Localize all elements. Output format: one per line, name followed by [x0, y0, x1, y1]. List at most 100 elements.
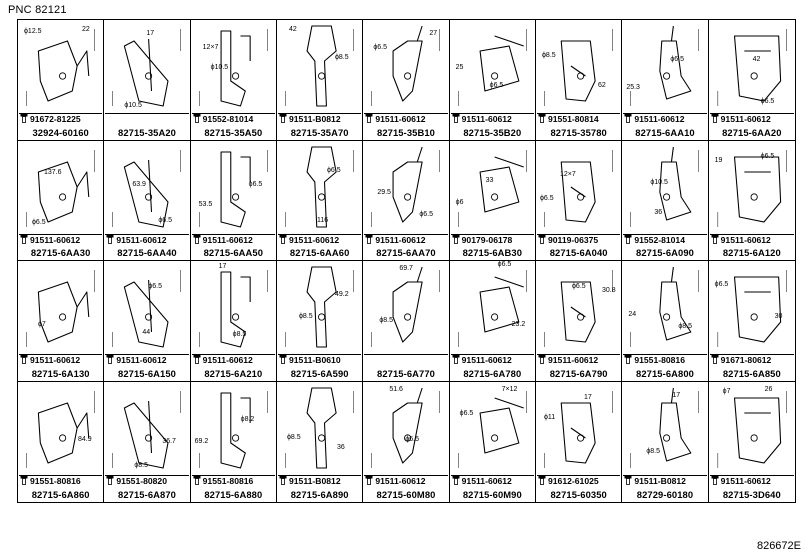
bracket-illustration: [458, 149, 527, 227]
bracket-illustration: [285, 145, 354, 228]
fastener-number: 91511-60612: [720, 234, 771, 245]
bracket-drawing: [191, 262, 275, 355]
dimension-label: 36: [654, 208, 663, 216]
part-number: 82715-60350: [550, 489, 607, 500]
bracket-drawing: [623, 142, 707, 235]
part-number: 82715-6AA70: [376, 247, 436, 258]
bolt-icon: [20, 475, 28, 485]
dimension-label: 17: [584, 393, 592, 401]
fastener-callout: 91511-B0812: [279, 474, 341, 486]
bracket-drawing: [623, 262, 707, 355]
bracket-illustration: [285, 25, 354, 107]
dimension-label: ϕ6: [455, 198, 464, 206]
part-number: 82715-6A770: [377, 367, 435, 379]
part-number: 82715-6A880: [204, 489, 263, 500]
dimension-label: 19: [714, 156, 723, 164]
part-number: 82715-6A590: [290, 367, 349, 379]
fastener-callout: 91511-60612: [193, 233, 253, 245]
bolt-icon: [711, 354, 719, 364]
bolt-icon: [624, 113, 632, 123]
dimension-label: ϕ6.5: [419, 210, 433, 218]
dimension-label: 33: [485, 176, 494, 184]
fastener-callout: 91511-60612: [452, 474, 512, 486]
bracket-drawing: [709, 21, 794, 114]
part-number: 82715-6A150: [118, 367, 176, 379]
part-number: 82715-60M90: [462, 489, 522, 500]
bolt-icon: [538, 475, 546, 485]
fastener-callout: 91511-B0812: [624, 474, 686, 486]
dimension-label: ϕ6.5: [489, 82, 504, 89]
bracket-drawing: [19, 262, 103, 355]
dimension-label: 30: [774, 313, 783, 320]
fastener-number: 91511-B0610: [289, 355, 341, 365]
bracket-drawing: [278, 383, 362, 476]
part-number: 82715-3D640: [722, 489, 781, 500]
bracket-illustration: [199, 29, 268, 107]
bracket-drawing: [278, 21, 362, 114]
dimension-label: ϕ8.5: [646, 447, 660, 455]
dimension-label: ϕ6.5: [405, 435, 419, 443]
dimension-label: ϕ6.5: [248, 180, 263, 188]
bolt-icon: [624, 234, 632, 244]
bracket-illustration: [630, 266, 700, 347]
fastener-number: 91552-81014: [202, 114, 254, 124]
part-number: 82715-6A090: [636, 247, 694, 258]
bolt-icon: [711, 475, 719, 485]
bracket-illustration: [458, 270, 527, 347]
fastener-callout: 91551-80816: [624, 353, 685, 365]
part-number: 82715-35780: [550, 126, 607, 138]
fastener-number: 91511-60612: [116, 355, 167, 365]
bracket-illustration: [544, 270, 613, 347]
bracket-illustration: [544, 149, 613, 227]
dimension-label: ϕ11: [544, 413, 556, 421]
fastener-number: 91551-80816: [30, 475, 81, 486]
dimension-label: ϕ8.5: [678, 323, 692, 330]
part-number: 82715-6AB30: [462, 247, 523, 258]
fastener-number: 91511-B0812: [634, 475, 686, 486]
bolt-icon: [193, 113, 201, 123]
dimension-label: 27: [429, 30, 438, 37]
dimension-label: ϕ6.5: [459, 409, 474, 417]
dimension-label: ϕ8.2: [240, 415, 255, 423]
bracket-drawing: [450, 383, 534, 476]
bracket-illustration: [285, 386, 354, 469]
bracket-illustration: [717, 29, 787, 106]
dimension-label: 17: [218, 263, 227, 270]
dimension-label: ϕ8.5: [287, 433, 301, 441]
fastener-callout: 91511-60612: [106, 233, 167, 245]
fastener-number: 91511-60612: [289, 234, 340, 245]
dimension-label: ϕ8.5: [299, 313, 313, 320]
fastener-callout: 91511-60612: [365, 233, 426, 245]
part-number: 82715-6A790: [549, 367, 608, 379]
dimension-label: ϕ6.5: [540, 194, 554, 202]
dimension-label: 49.2: [335, 291, 349, 298]
bracket-drawing: [709, 383, 794, 476]
bolt-icon: [279, 113, 287, 123]
bracket-drawing: [19, 383, 103, 476]
part-number: 82715-6A040: [549, 247, 608, 258]
dimension-label: ϕ6.5: [714, 281, 729, 288]
part-number: 82715-6A130: [31, 367, 90, 379]
bracket-illustration: [371, 387, 441, 468]
fastener-callout: 91671-80612: [711, 353, 771, 365]
dimension-label: ϕ6.5: [670, 56, 684, 63]
part-number: 82715-6A800: [636, 367, 694, 379]
